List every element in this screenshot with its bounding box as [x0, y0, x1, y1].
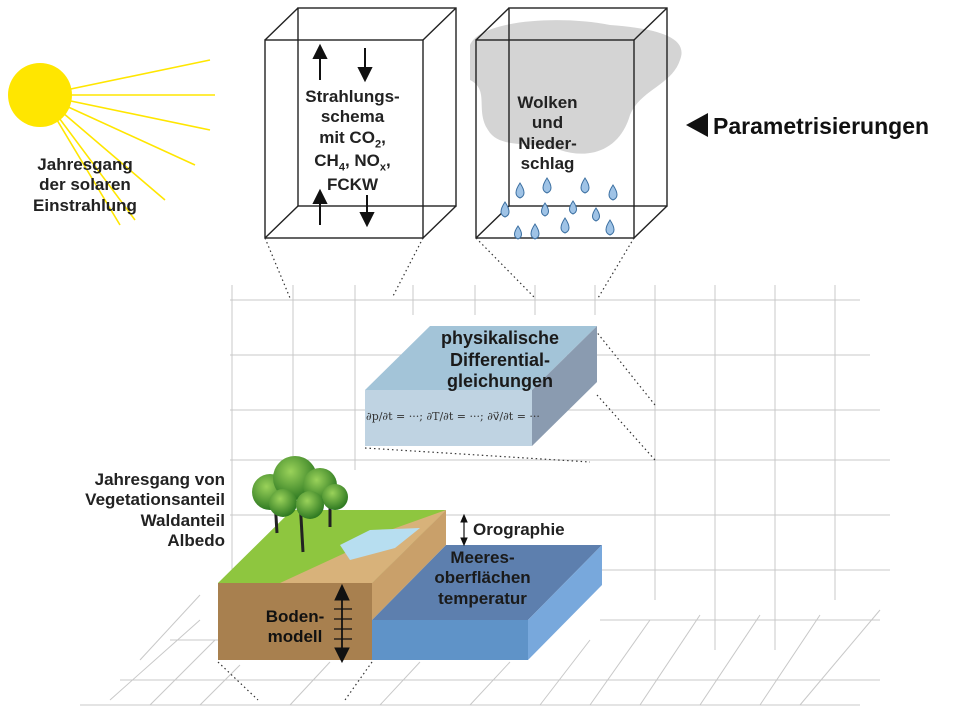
rain-drops-icon — [500, 177, 618, 240]
radiation-arrows-icon — [312, 43, 375, 228]
radiation-label-line: mit CO2, — [285, 128, 420, 152]
sun-label: Jahresgang der solaren Einstrahlung — [10, 155, 160, 216]
parametrisierungen-label: Parametrisierungen — [713, 113, 930, 139]
radiation-label-line: CH4, NOx, — [285, 151, 420, 175]
physics-label: physikalische Differential- gleichungen — [405, 328, 595, 393]
bodenmodell-label-line: Boden- — [265, 607, 325, 626]
equation-text: ∂p/∂t = ···; ∂T/∂t = ···; ∂v⃗/∂t = ··· — [366, 410, 540, 423]
clouds-label-line: Wolken — [517, 93, 578, 112]
sun-label-line: Jahresgang — [37, 155, 133, 174]
physics-box — [365, 326, 597, 446]
sst-label-line: Meeres- — [450, 548, 515, 567]
vegetation-label: Jahresgang von Vegetationsanteil Waldant… — [10, 470, 225, 552]
clouds-label: Wolken und Nieder- schlag — [500, 93, 595, 175]
bodenmodell-label-line: modell — [267, 627, 323, 647]
orographie-label: Orographie — [473, 520, 565, 539]
radiation-label: Strahlungs- schema mit CO2, CH4, NOx, FC… — [285, 87, 420, 195]
soil-depth-arrow-icon — [334, 583, 352, 664]
bodenmodell-label: Boden- modell — [255, 607, 335, 648]
clouds-label-line: und — [531, 113, 564, 133]
trees-icon — [252, 456, 348, 553]
radiation-comma-2: , — [386, 151, 391, 171]
radiation-label-line: Strahlungs- — [305, 87, 400, 106]
background-grid — [80, 285, 890, 706]
physics-label-line: Differential- — [449, 349, 550, 370]
sst-label-line: temperatur — [438, 588, 527, 608]
sst-label-line: oberflächen — [434, 568, 531, 588]
vegetation-label-line: Vegetationsanteil — [85, 490, 225, 510]
no-text: , NO — [344, 151, 380, 171]
sst-label: Meeres- oberflächen temperatur — [400, 548, 565, 609]
sun-label-line: Einstrahlung — [33, 195, 137, 215]
radiation-co-text: mit CO — [319, 127, 375, 147]
radiation-label-line: FCKW — [327, 174, 378, 194]
ch-text: CH — [314, 151, 339, 171]
clouds-label-line: schlag — [520, 154, 575, 174]
sea-block — [372, 545, 602, 660]
radiation-box — [264, 7, 457, 239]
dotted-connectors — [217, 237, 656, 701]
land-block — [218, 510, 446, 660]
physics-label-line: gleichungen — [446, 371, 553, 392]
clouds-label-line: Nieder- — [518, 133, 577, 153]
vegetation-label-line: Waldanteil — [140, 510, 225, 530]
radiation-label-line: schema — [320, 107, 385, 127]
radiation-comma: , — [381, 127, 386, 147]
sun-icon — [8, 59, 215, 226]
ch4-subscript: 4 — [338, 161, 345, 174]
parametrisierungen-arrow-icon — [686, 113, 708, 137]
sun-label-line: der solaren — [39, 175, 131, 195]
vegetation-label-line: Albedo — [167, 531, 225, 551]
vegetation-label-line: Jahresgang von — [94, 470, 225, 489]
cloud-shape — [470, 20, 682, 154]
orographie-arrow-icon — [460, 513, 468, 547]
nox-subscript: x — [379, 161, 387, 174]
physics-label-line: physikalische — [440, 328, 560, 348]
co2-subscript: 2 — [374, 138, 382, 151]
